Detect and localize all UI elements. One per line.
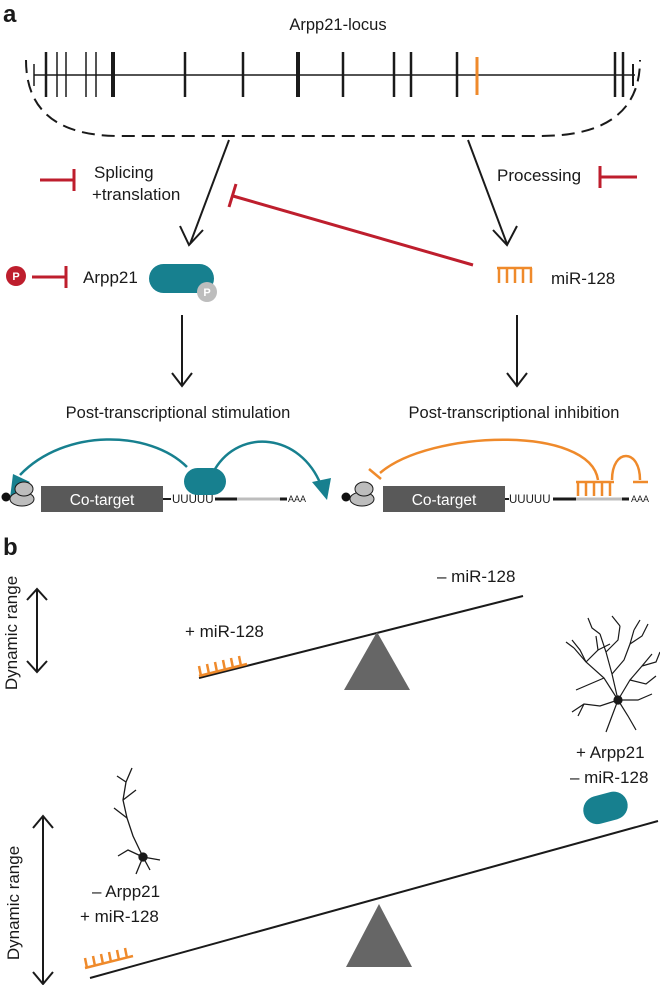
utr-label: UUUUU [509, 494, 551, 506]
cotarget-box [383, 486, 505, 512]
processing-inhibition-symbol [598, 166, 637, 188]
top-left-label: + miR-128 [185, 622, 264, 641]
ribosome-large-icon [354, 481, 374, 497]
inhibition-arrow-left [379, 438, 600, 481]
mirna-bound-icon [576, 480, 614, 496]
splicing-inhibition-symbol [40, 169, 76, 191]
arpp21-protein-label: Arpp21 [83, 268, 138, 287]
stimulation-arrow-right [213, 440, 323, 486]
mir128-label: miR-128 [551, 269, 615, 288]
stimulation-arrow-left [19, 438, 188, 476]
mirna-comb-icon [497, 266, 533, 283]
bottom-mirna-icon [83, 947, 134, 970]
mir128-inhibits-arpp21-line [227, 183, 474, 267]
immature-neuron-icon [113, 767, 161, 875]
phosphate-symbol: P [12, 271, 19, 283]
arpp21-locus-gene: Arpp21-locus [25, 16, 641, 137]
branch-arrows [179, 139, 518, 247]
translation-label: +translation [92, 185, 180, 204]
inhibition-title: Post-transcriptional inhibition [409, 404, 620, 422]
inhibition-arrow-right [610, 454, 642, 481]
top-seesaw-beam [198, 595, 524, 679]
locus-dashed-bracket [25, 59, 641, 137]
ribosome-large-icon [14, 481, 34, 497]
bottom-dynamic-range-label: Dynamic range [4, 846, 23, 960]
exons [33, 52, 634, 97]
top-seesaw [197, 595, 524, 690]
arpp21-protein-icon: P [149, 264, 217, 302]
top-right-label: – miR-128 [437, 567, 515, 586]
bottom-dynamic-range-arrow [32, 814, 54, 985]
splicing-label: Splicing [94, 163, 154, 182]
top-dynamic-range-label: Dynamic range [2, 576, 21, 690]
locus-label: Arpp21-locus [289, 16, 386, 34]
bottom-seesaw [83, 791, 659, 979]
polya-label: AAA [631, 494, 649, 504]
bottom-right-label-2: – miR-128 [570, 768, 648, 787]
utr-label: UUUUU [172, 494, 214, 506]
mature-neuron-icon [565, 615, 660, 733]
arpp21-bound-icon [184, 468, 226, 495]
processing-label: Processing [497, 166, 581, 185]
cap-icon [1, 492, 11, 502]
top-dynamic-range-arrow [26, 587, 48, 674]
bottom-left-label-1: – Arpp21 [92, 882, 160, 901]
cotarget-box [41, 486, 163, 512]
stimulation-mrna-construct: Co-target UUUUU AAA [1, 438, 331, 512]
cotarget-label: Co-target [70, 492, 135, 509]
phosphate-icon [6, 266, 26, 286]
bottom-seesaw-fulcrum [346, 904, 412, 967]
bottom-right-label-1: + Arpp21 [576, 743, 645, 762]
cotarget-label: Co-target [412, 492, 477, 509]
phosphate-site-icon [197, 282, 217, 302]
phospho-group: P [6, 266, 68, 288]
down-arrows [171, 315, 528, 388]
top-seesaw-fulcrum [344, 632, 410, 690]
panel-b-label: b [3, 534, 18, 561]
arpp21-weight-icon [583, 791, 628, 825]
polya-label: AAA [288, 494, 306, 504]
inhibition-mrna-construct: Co-target UUUUU AAA [341, 438, 649, 512]
stimulation-title: Post-transcriptional stimulation [66, 404, 291, 422]
top-mirna-icon [197, 655, 248, 678]
bottom-left-label-2: + miR-128 [80, 907, 159, 926]
panel-a-label: a [3, 1, 17, 28]
svg-text:P: P [203, 287, 210, 299]
cap-icon [341, 492, 351, 502]
bottom-seesaw-beam [89, 820, 659, 979]
